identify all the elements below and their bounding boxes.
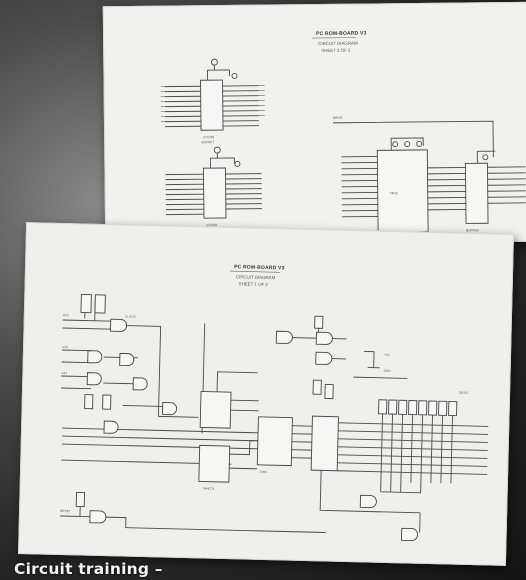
schematic-sheet-2: PC ROM-BOARD V3 CIRCUIT DIAGRAM SHEET 2 … [102, 1, 526, 247]
sheet-1-subtitle-1: CIRCUIT DIAGRAM [236, 274, 276, 280]
svg-text:A14: A14 [62, 345, 68, 349]
svg-text:74HC74: 74HC74 [203, 486, 215, 490]
data-bus-section: D0-D7 [291, 391, 489, 542]
svg-text:SOCKET: SOCKET [201, 140, 214, 144]
sheet-2-subtitle-2: SHEET 2 OF 2 [321, 48, 351, 53]
sheet-2-subtitle-1: CIRCUIT DIAGRAM [318, 41, 358, 46]
svg-text:A13: A13 [61, 371, 67, 375]
schematic-drawing-sheet-2: PC ROM-BOARD V3 CIRCUIT DIAGRAM SHEET 2 … [160, 31, 526, 241]
memory-chip-b: 27C256 SOCKET [165, 146, 262, 232]
reset-gate: RESET [59, 491, 326, 533]
photo-caption: Circuit training – [14, 560, 163, 578]
svg-text:BUFFER: BUFFER [466, 228, 479, 232]
svg-text:+5V: +5V [384, 353, 391, 357]
sheet-1-subtitle-2: SHEET 1 OF 2 [239, 281, 269, 287]
sheet-2-title: PC ROM-BOARD V3 [316, 31, 367, 38]
gate-cluster: +5V GND [275, 315, 408, 400]
svg-text:74HC: 74HC [259, 470, 268, 474]
svg-text:CLOCK: CLOCK [125, 315, 137, 319]
decoder-circuit: DRIVE 74HC DECODER BUFFER [333, 116, 526, 241]
schematic-drawing-sheet-1: PC ROM-BOARD V3 CIRCUIT DIAGRAM SHEET 1 … [59, 264, 489, 542]
svg-text:RESET: RESET [60, 509, 71, 513]
svg-text:27C256: 27C256 [206, 223, 217, 227]
svg-text:74HC: 74HC [390, 191, 399, 195]
flip-flop-chips: 74HC74 74HC [198, 371, 293, 491]
svg-text:27C256: 27C256 [203, 135, 214, 139]
sheet-1-title: PC ROM-BOARD V3 [234, 264, 285, 271]
svg-text:DRIVE: DRIVE [333, 116, 343, 120]
svg-text:A15: A15 [63, 313, 69, 317]
svg-text:GND: GND [384, 369, 392, 373]
schematic-sheet-1: PC ROM-BOARD V3 CIRCUIT DIAGRAM SHEET 1 … [18, 222, 514, 566]
memory-chip-a: 27C256 SOCKET [160, 58, 265, 144]
logic-gates-section: A15 A14 A13 CLOCK [61, 293, 292, 465]
svg-text:D0-D7: D0-D7 [459, 391, 469, 395]
